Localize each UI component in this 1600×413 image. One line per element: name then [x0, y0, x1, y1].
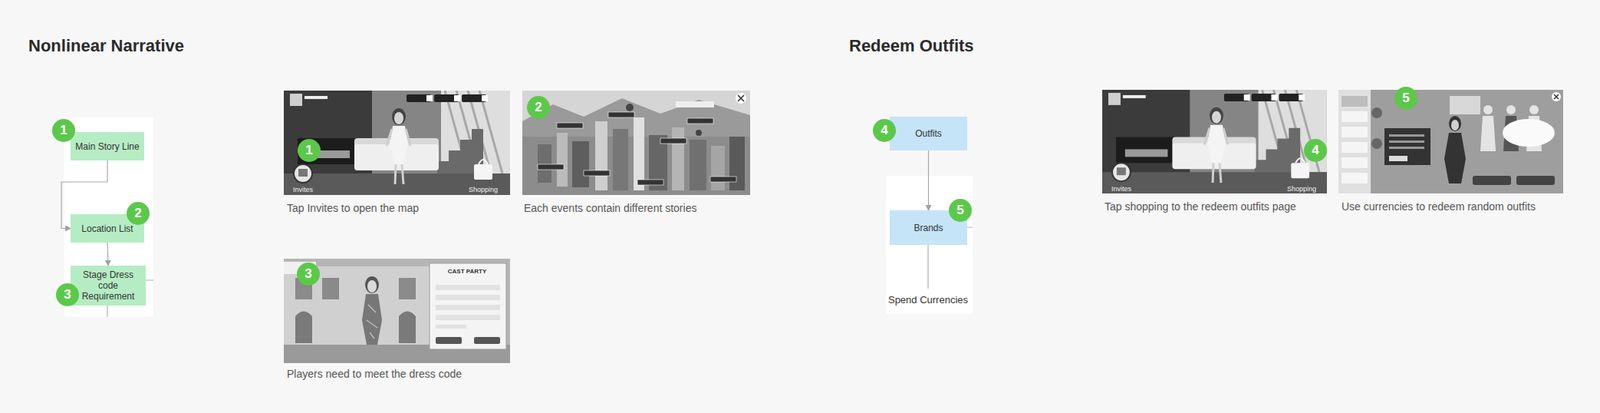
callout-number: 3	[55, 283, 80, 307]
process-box: Stage Dress code Requirement	[70, 265, 146, 306]
callout-number: 5	[948, 198, 972, 222]
box-text: Main Story Line	[75, 141, 139, 152]
process-box: Outfits	[889, 116, 968, 151]
diagram-title: Nonlinear Narrative	[28, 36, 185, 56]
screen-caption: Tap Invites to open the map	[286, 201, 419, 214]
ui-label: Invites	[293, 185, 313, 194]
flow-connector	[107, 242, 109, 266]
ui-label: CAST PARTY	[447, 267, 488, 275]
box-text: Outfits	[915, 128, 942, 139]
ui-label: Shopping	[468, 185, 498, 194]
section-title: Redeem Outfits	[849, 36, 975, 56]
screen-caption: Tap shopping to the redeem outfits page	[1104, 200, 1297, 213]
step-label: Spend Currencies	[888, 293, 968, 306]
screen-caption: Use currencies to redeem random outfits	[1341, 200, 1536, 213]
ui-label: Shopping	[1287, 184, 1317, 193]
callout-number: 1	[297, 138, 321, 162]
callout-number: 4	[1303, 138, 1327, 162]
ui-label: Invites	[1111, 184, 1132, 193]
callout-number: 2	[526, 95, 550, 119]
callout-number: 5	[1394, 86, 1418, 110]
screen-caption: Each events contain different stories	[523, 201, 697, 214]
process-box: Main Story Line	[70, 131, 145, 161]
callout-number: 2	[126, 201, 150, 225]
flow-connector	[928, 150, 929, 211]
callout-number: 1	[52, 118, 76, 142]
callout-number: 4	[872, 118, 896, 142]
box-text: Brands	[913, 222, 943, 234]
callout-number: 3	[296, 262, 320, 286]
box-text: Stage Dress code Requirement	[72, 269, 145, 302]
box-text: Location List	[81, 223, 133, 234]
screen-caption: Players need to meet the dress code	[286, 367, 462, 380]
